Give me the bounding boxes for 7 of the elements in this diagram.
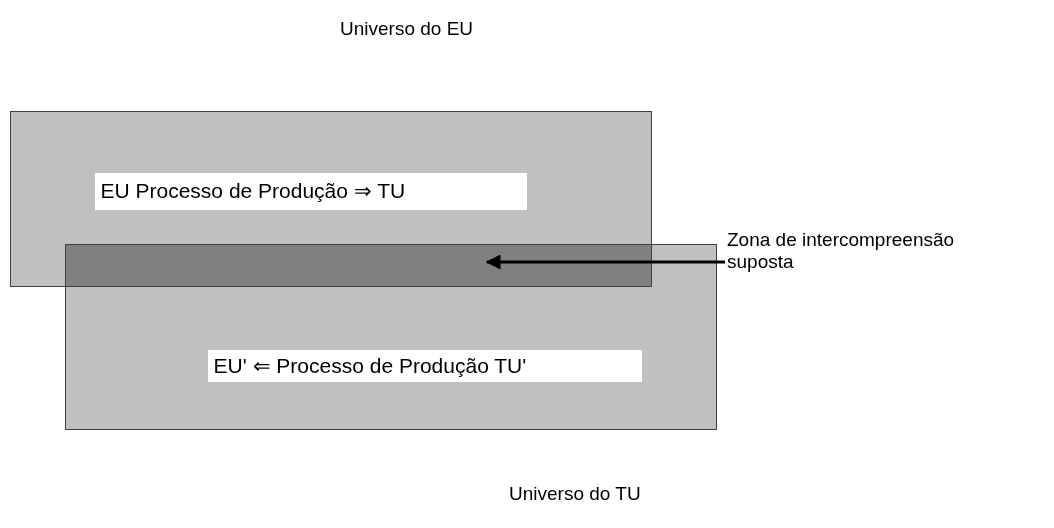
arrow [485, 254, 725, 270]
universe-label: Universo do EU [340, 18, 474, 40]
overlap-zone [65, 244, 652, 287]
process-label: EU' ⇐ Processo de Produção TU' [207, 349, 642, 382]
universe-label: Universo do TU [509, 483, 641, 505]
process-label: EU Processo de Produção ⇒ TU [94, 172, 527, 210]
callout-text: Zona de intercompreensão suposta [727, 229, 967, 273]
